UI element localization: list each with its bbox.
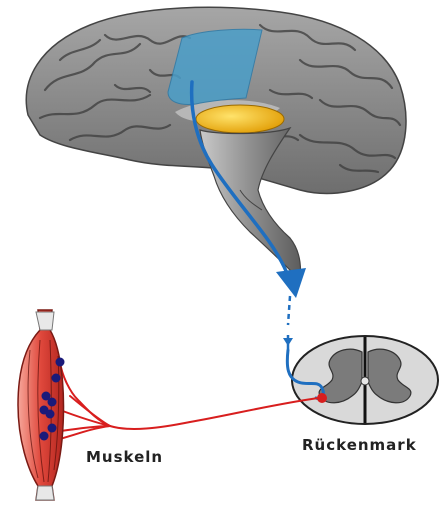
muscle	[18, 310, 65, 500]
thalamus	[196, 105, 284, 133]
spinal-cord	[292, 336, 438, 424]
motor-nerve	[52, 362, 318, 440]
muscle-label: Muskeln	[86, 448, 163, 466]
spinal-cord-label: Rückenmark	[302, 436, 417, 454]
